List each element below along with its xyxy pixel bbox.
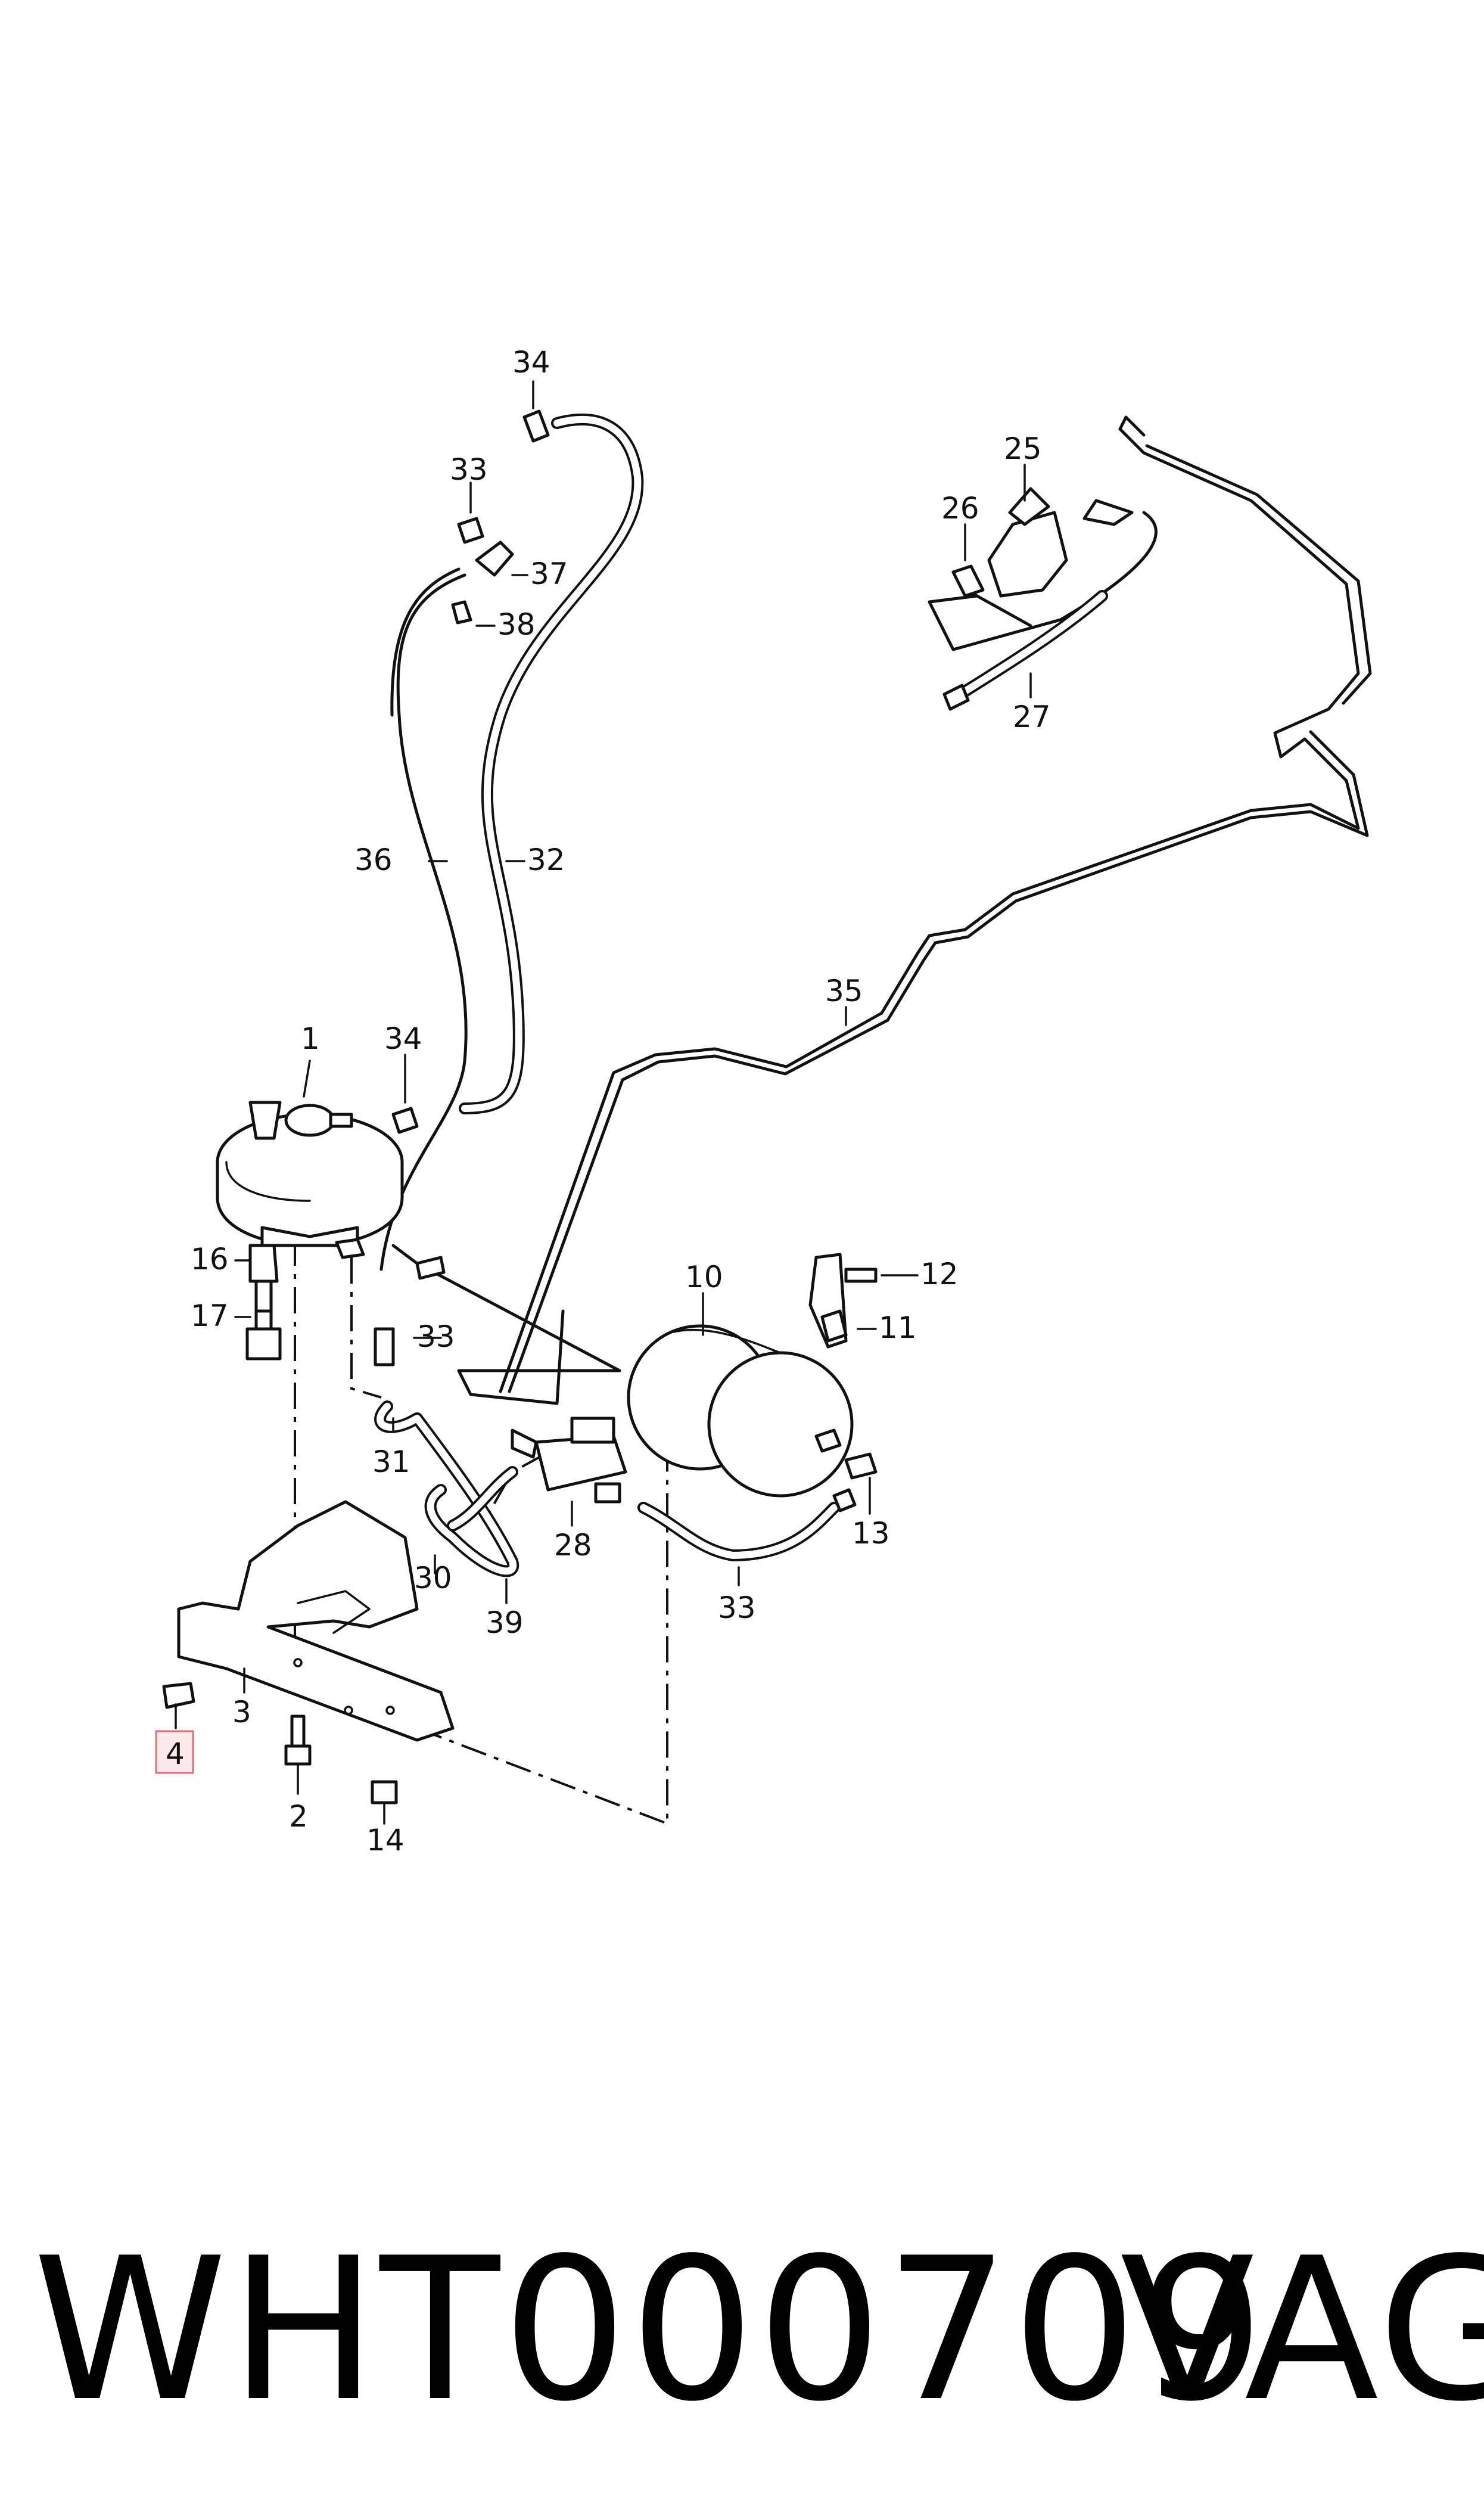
callout-37[interactable]: 37 [530, 557, 568, 591]
vacuum-reservoir-1 [216, 1101, 404, 1259]
callout-2[interactable]: 2 [289, 1799, 308, 1834]
callout-33-mid[interactable]: 33 [417, 1319, 455, 1354]
callout-34-top[interactable]: 34 [512, 345, 550, 380]
callout-36[interactable]: 36 [354, 843, 393, 877]
callout-39[interactable]: 39 [486, 1605, 524, 1640]
fasteners [162, 1682, 398, 1804]
callout-35[interactable]: 35 [825, 974, 863, 1008]
callout-3[interactable]: 3 [232, 1695, 251, 1729]
callout-4[interactable]: 4 [166, 1737, 185, 1771]
callout-11[interactable]: 11 [879, 1310, 917, 1345]
mounting-plate-3 [177, 1500, 455, 1742]
vacuum-hose-32 [459, 414, 644, 1114]
brand-name: VAG [1120, 2216, 1484, 2445]
callout-13[interactable]: 13 [852, 1516, 890, 1551]
hose-fittings [374, 409, 550, 1366]
callout-33-top[interactable]: 33 [450, 452, 488, 487]
part-number: WHT000709 [33, 2216, 1267, 2445]
bracket-11-12 [808, 1253, 878, 1349]
hose-30-31-39 [374, 1400, 519, 1577]
callout-30[interactable]: 30 [414, 1561, 452, 1595]
callouts: 34 33 37 38 36 32 1 34 16 17 33 10 12 11… [155, 345, 1051, 1858]
callout-28[interactable]: 28 [554, 1528, 592, 1563]
callout-1[interactable]: 1 [301, 1021, 320, 1056]
valve-16-17 [245, 1244, 282, 1361]
callout-26[interactable]: 26 [941, 491, 979, 526]
bracket-assembly-25 [928, 487, 1158, 711]
callout-27[interactable]: 27 [1013, 700, 1051, 734]
callout-12[interactable]: 12 [920, 1257, 959, 1291]
callout-34-mid[interactable]: 34 [384, 1021, 422, 1056]
callout-32[interactable]: 32 [527, 843, 565, 877]
callout-14[interactable]: 14 [366, 1823, 405, 1858]
callout-25[interactable]: 25 [1004, 431, 1042, 466]
callout-33-low[interactable]: 33 [718, 1591, 756, 1625]
solenoid-valve-28 [511, 1417, 627, 1504]
vacuum-reservoir-10 [627, 1324, 854, 1498]
callout-4-highlight [155, 1730, 194, 1774]
callout-10[interactable]: 10 [685, 1260, 723, 1294]
leader-lines [175, 380, 1032, 1825]
callout-38[interactable]: 38 [497, 607, 536, 642]
callout-17[interactable]: 17 [191, 1299, 229, 1333]
vacuum-hose-33 [637, 1452, 878, 1561]
callout-16[interactable]: 16 [191, 1242, 229, 1276]
callout-31[interactable]: 31 [372, 1445, 410, 1479]
vacuum-line-36 [379, 567, 468, 1271]
